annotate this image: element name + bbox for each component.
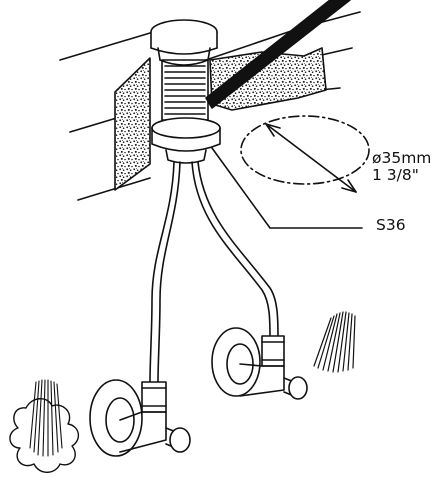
threaded-stem (161, 59, 209, 121)
left-angle-valve (89, 379, 191, 457)
nut-leader-line (211, 147, 363, 229)
right-angle-valve (211, 327, 308, 400)
nut-size-label: S36 (376, 216, 406, 234)
diameter-arrow (265, 123, 357, 193)
flex-hoses (149, 161, 279, 383)
tool-shaft (205, 0, 351, 109)
diameter-imperial-label: 1 3/8" (372, 166, 419, 184)
hole-outline (240, 115, 370, 185)
water-spray-right-icon (313, 311, 356, 373)
mounting-nut (151, 117, 221, 164)
water-spray-left-icon (9, 379, 79, 473)
wall-section (114, 47, 327, 191)
diameter-metric-label: ø35mm (372, 149, 432, 167)
top-cap (150, 19, 218, 66)
